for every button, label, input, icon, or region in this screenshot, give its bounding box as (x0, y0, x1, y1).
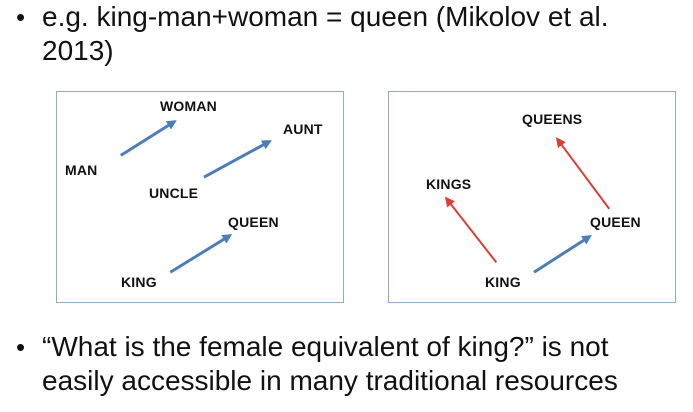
bullet-1-line-2: 2013) (42, 35, 114, 66)
label-king-right: KING (485, 274, 521, 290)
uncle-to-aunt-arrow (203, 140, 272, 179)
label-queen-right: QUEEN (590, 214, 641, 230)
bullet-2-line-2: easily accessible in many traditional re… (42, 365, 618, 396)
king-to-queen-arrow-right (533, 235, 592, 274)
label-queen: QUEEN (228, 214, 279, 230)
bullet-item-2: • “What is the female equivalent of king… (0, 330, 693, 410)
man-to-woman-arrow (119, 120, 177, 157)
label-kings: KINGS (426, 176, 472, 192)
right-arrows-canvas (444, 137, 611, 274)
bullet-dot: • (16, 332, 26, 362)
word-analogy-diagram-right: QUEENS KINGS QUEEN KING (388, 91, 676, 303)
bullet-2-line-1: “What is the female equivalent of king?”… (42, 331, 609, 362)
bullet-dot: • (16, 2, 26, 32)
queen-to-queens-arrow (555, 137, 611, 210)
word-analogy-diagram-left: WOMAN MAN AUNT UNCLE QUEEN KING (56, 91, 344, 303)
bullet-1-line-1: e.g. king-man+woman = queen (Mikolov et … (42, 1, 609, 32)
king-to-kings-arrow (444, 196, 498, 263)
bullet-item-1: • e.g. king-man+woman = queen (Mikolov e… (0, 0, 693, 70)
label-aunt: AUNT (283, 121, 323, 137)
king-to-queen-arrow (169, 234, 233, 274)
label-man: MAN (65, 162, 98, 178)
label-woman: WOMAN (160, 98, 217, 114)
label-uncle: UNCLE (149, 185, 199, 201)
label-king: KING (121, 274, 157, 290)
left-arrows-canvas (119, 120, 272, 274)
label-queens: QUEENS (522, 111, 583, 127)
